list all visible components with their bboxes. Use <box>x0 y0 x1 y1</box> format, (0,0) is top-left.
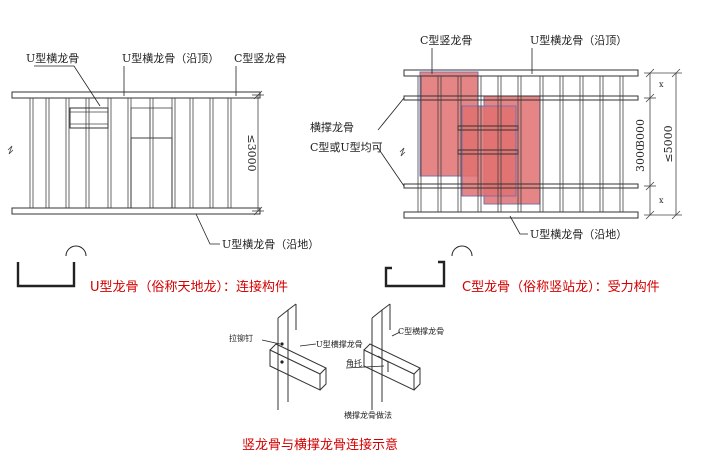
c-section-caption: C型龙骨（俗称竖站龙）：受力构件 <box>462 280 660 295</box>
right-studs <box>417 76 624 212</box>
left-door-header <box>130 107 173 139</box>
right-dim-x2: x <box>659 196 664 205</box>
left-label-u-track: U型横龙骨 <box>26 51 79 65</box>
u-section-caption: U型龙骨（俗称天地龙）：连接构件 <box>90 279 288 295</box>
right-wall-diagram: x x 3000 3000 ≤5000 C型竖龙骨 U型横龙骨（沿顶） 横撑龙骨… <box>310 33 682 241</box>
right-dim-3000a: 3000 <box>634 119 647 147</box>
detail-label-angle: 角托 <box>346 358 362 368</box>
left-label-c-stud: C型竖龙骨 <box>234 51 286 65</box>
right-dim-5000: ≤5000 <box>662 125 675 162</box>
left-dim-height: ≤3000 <box>245 134 258 171</box>
left-label-u-track-top: U型横龙骨（沿顶） <box>122 51 219 65</box>
u-section-icon <box>16 245 87 288</box>
left-wall-diagram: ≤3000 U型横龙骨 U型横龙骨（沿顶） C型竖龙骨 U型横龙骨（沿地） <box>7 51 319 251</box>
detail-label-rivet: 拉铆钉 <box>229 333 253 343</box>
right-label-brace-note: C型或U型均可 <box>310 140 383 154</box>
right-dim-3000b: 3000 <box>634 144 647 172</box>
right-bottom-track <box>403 211 639 219</box>
right-dim-x1: x <box>659 80 664 89</box>
right-label-u-track-top: U型横龙骨（沿顶） <box>530 33 627 47</box>
detail-label-u-brace: U型横撑龙骨 <box>316 339 363 349</box>
detail-label-c-brace: C型横撑龙骨 <box>398 326 444 336</box>
bottom-caption: 竖龙骨与横撑龙骨连接示意 <box>242 437 398 453</box>
right-label-brace: 横撑龙骨 <box>310 120 354 134</box>
right-dims <box>644 68 682 220</box>
connection-detail-right <box>363 303 421 410</box>
left-bottom-track <box>11 207 261 215</box>
left-door-frame <box>130 137 173 209</box>
right-highlight-panel-3 <box>461 105 517 197</box>
right-label-c-stud: C型竖龙骨 <box>420 33 472 47</box>
c-section-icon <box>384 245 473 288</box>
connection-detail-left <box>269 303 327 410</box>
left-window-frame <box>69 107 109 129</box>
left-top-track <box>11 91 261 99</box>
detail-label-method: 横撑龙骨做法 <box>344 410 392 420</box>
left-label-u-track-floor: U型横龙骨（沿地） <box>222 237 319 251</box>
right-label-u-track-floor: U型横龙骨（沿地） <box>530 227 627 241</box>
